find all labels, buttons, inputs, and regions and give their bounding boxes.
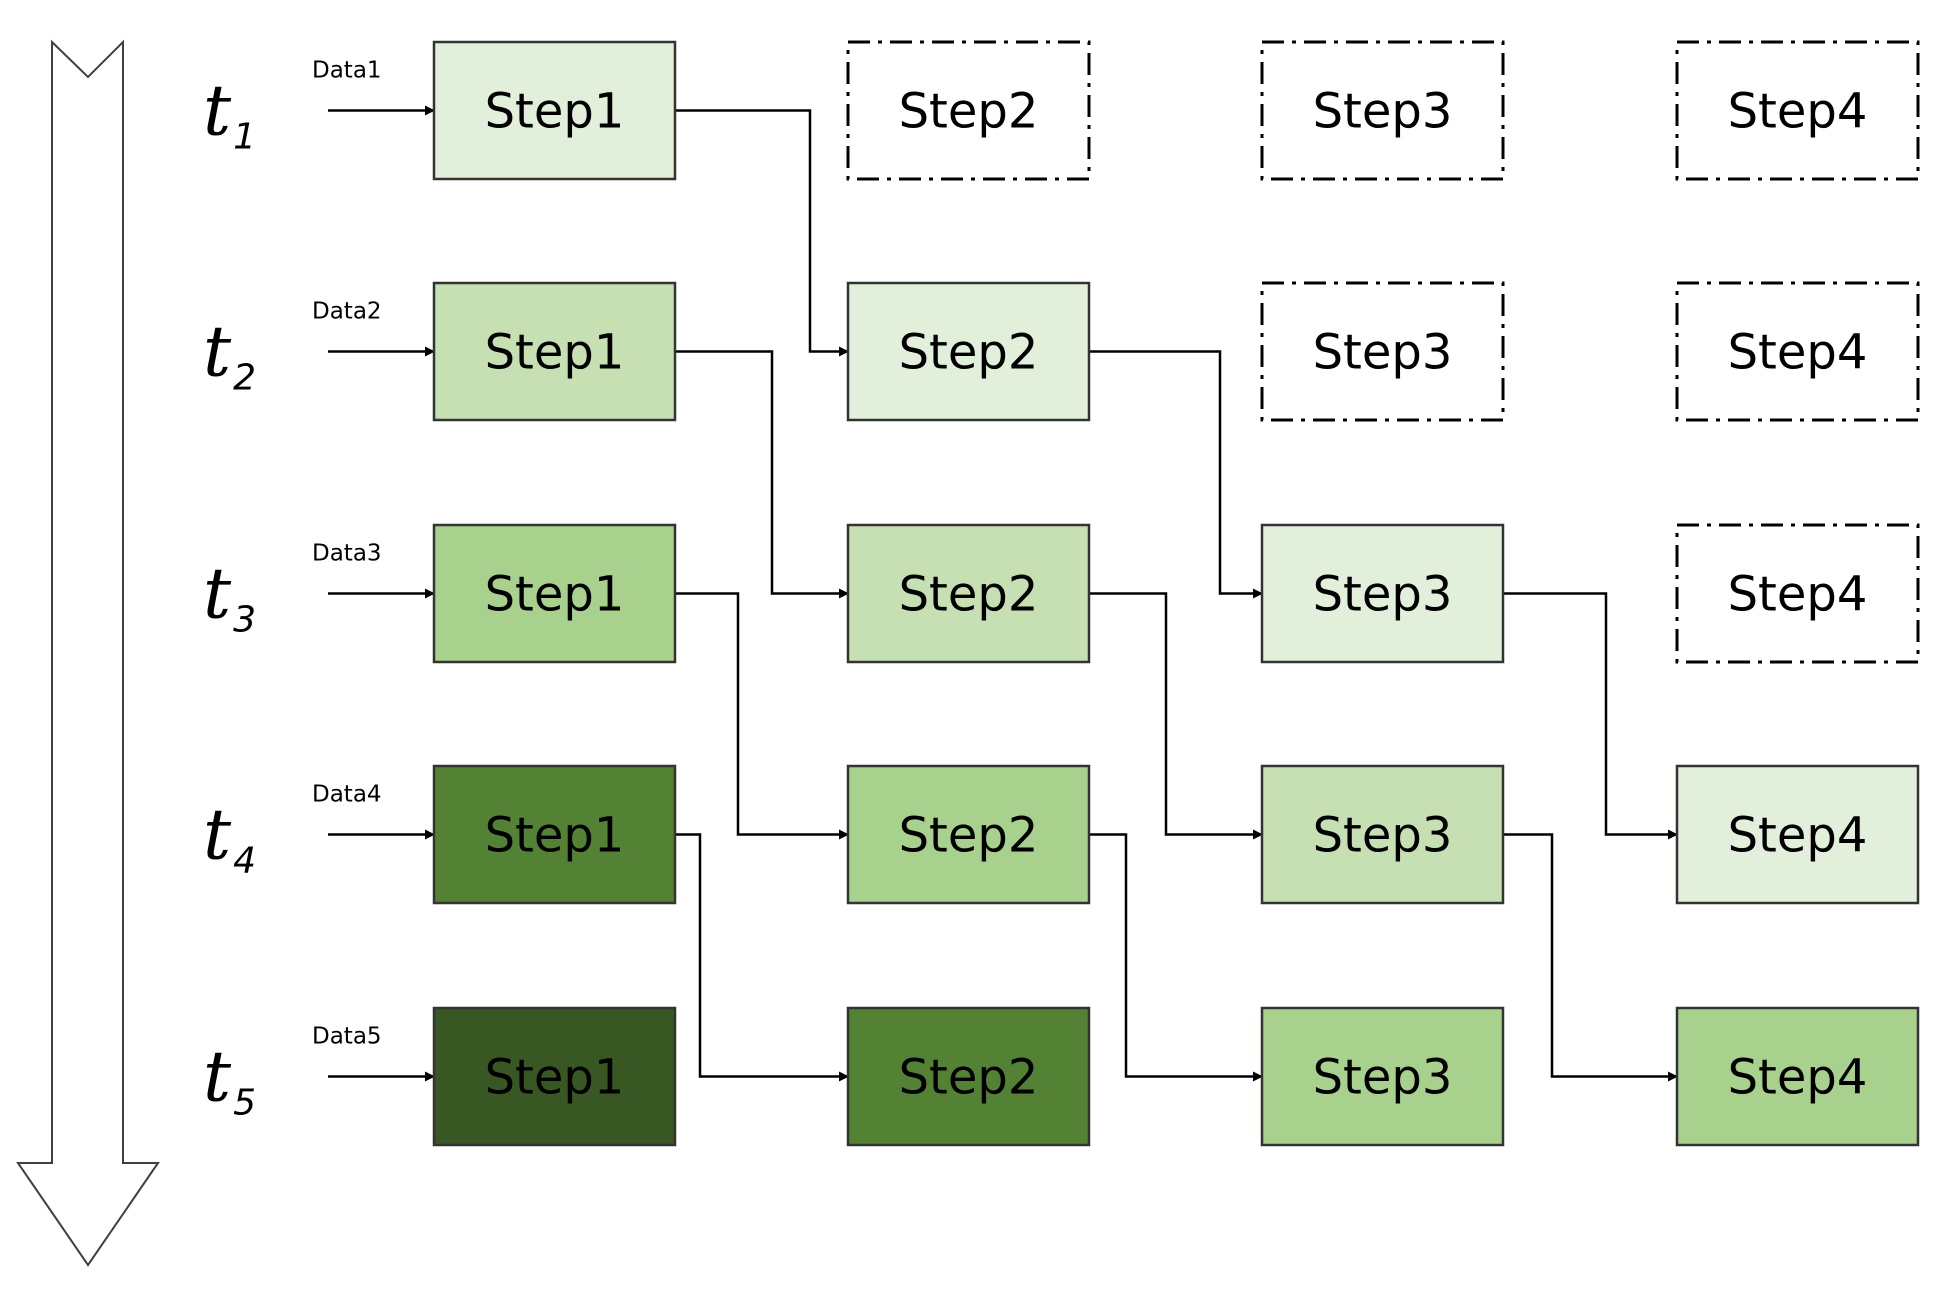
step-label: Step1 <box>485 808 625 864</box>
step-box-frame <box>1260 764 1505 905</box>
step-box: Step1 <box>432 40 677 181</box>
time-label: t2 <box>203 311 256 399</box>
step-label: Step3 <box>1313 1050 1453 1106</box>
step-box-frame <box>432 1006 677 1147</box>
step-box-frame <box>1260 281 1505 422</box>
step-box: Step4 <box>1675 40 1920 181</box>
flow-connector <box>1089 592 1263 840</box>
down-arrow-icon <box>16 39 160 1267</box>
step-box: Step2 <box>846 764 1091 905</box>
connectors <box>675 109 1678 1082</box>
time-label: t5 <box>203 1036 256 1124</box>
step-box: Step1 <box>432 523 677 664</box>
step-box: Step3 <box>1260 40 1505 181</box>
flow-connector <box>675 350 849 599</box>
step-label: Step3 <box>1313 567 1453 623</box>
data-label: Data1 <box>312 58 382 84</box>
step-box-frame <box>1675 523 1920 664</box>
step-box-frame <box>1675 1006 1920 1147</box>
step-box: Step4 <box>1675 281 1920 422</box>
step-box-frame <box>432 764 677 905</box>
time-label: t3 <box>203 553 256 641</box>
flow-connector <box>1089 833 1263 1082</box>
step-label: Step2 <box>899 325 1039 381</box>
data-label: Data4 <box>312 782 382 808</box>
flow-connector <box>675 833 849 1082</box>
data-label: Data3 <box>312 541 382 567</box>
step-label: Step4 <box>1728 808 1868 864</box>
step-label: Step3 <box>1313 808 1453 864</box>
step-box-frame <box>1675 764 1920 905</box>
step-label: Step1 <box>485 84 625 140</box>
flow-connector <box>1503 833 1678 1082</box>
step-box-frame <box>846 764 1091 905</box>
time-label: t4 <box>203 794 256 882</box>
step-box-frame <box>1260 40 1505 181</box>
step-box: Step2 <box>846 523 1091 664</box>
step-box-frame <box>1260 1006 1505 1147</box>
step-label: Step1 <box>485 567 625 623</box>
step-label: Step4 <box>1728 567 1868 623</box>
step-box-frame <box>1260 523 1505 664</box>
step-box: Step3 <box>1260 1006 1505 1147</box>
data-label: Data2 <box>312 299 382 325</box>
step-box-frame <box>432 281 677 422</box>
step-box-frame <box>432 40 677 181</box>
step-label: Step3 <box>1313 84 1453 140</box>
step-label: Step2 <box>899 567 1039 623</box>
step-label: Step3 <box>1313 325 1453 381</box>
step-box: Step1 <box>432 1006 677 1147</box>
step-box: Step1 <box>432 281 677 422</box>
step-box: Step1 <box>432 764 677 905</box>
step-box-frame <box>846 523 1091 664</box>
flow-connector <box>675 592 849 840</box>
step-box: Step4 <box>1675 523 1920 664</box>
flow-connector <box>675 109 849 357</box>
step-box-frame <box>846 40 1091 181</box>
step-label: Step4 <box>1728 84 1868 140</box>
step-box-frame <box>432 523 677 664</box>
step-label: Step2 <box>899 1050 1039 1106</box>
step-box: Step4 <box>1675 1006 1920 1147</box>
step-label: Step1 <box>485 325 625 381</box>
flow-connector <box>1503 592 1678 840</box>
step-box: Step2 <box>846 40 1091 181</box>
step-label: Step4 <box>1728 1050 1868 1106</box>
step-box: Step3 <box>1260 523 1505 664</box>
step-label: Step1 <box>485 1050 625 1106</box>
step-box-frame <box>1675 40 1920 181</box>
step-label: Step4 <box>1728 325 1868 381</box>
data-label: Data5 <box>312 1024 382 1050</box>
step-box-frame <box>846 281 1091 422</box>
flow-connector <box>1089 350 1263 599</box>
step-box: Step2 <box>846 281 1091 422</box>
step-label: Step2 <box>899 808 1039 864</box>
step-box: Step3 <box>1260 764 1505 905</box>
step-box: Step4 <box>1675 764 1920 905</box>
step-label: Step2 <box>899 84 1039 140</box>
time-label: t1 <box>203 70 256 158</box>
step-box: Step2 <box>846 1006 1091 1147</box>
step-box-frame <box>846 1006 1091 1147</box>
step-box-frame <box>1675 281 1920 422</box>
step-box: Step3 <box>1260 281 1505 422</box>
